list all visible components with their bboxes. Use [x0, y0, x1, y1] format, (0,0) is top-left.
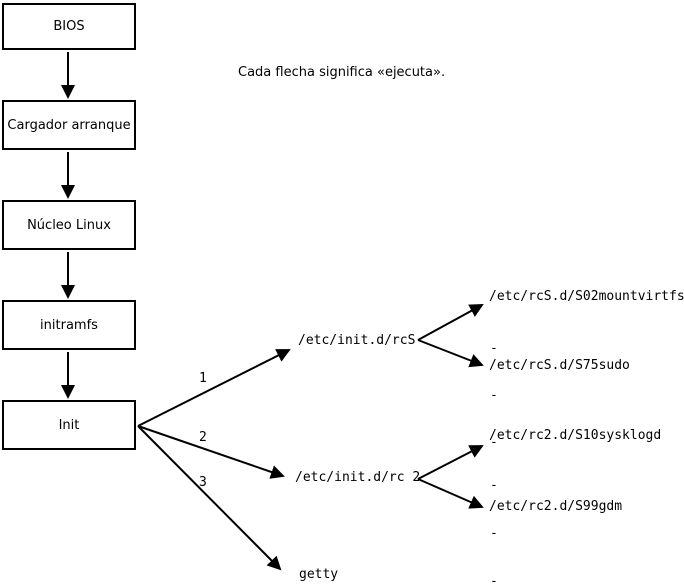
rc2-ellipsis-dash: -: [490, 574, 498, 585]
box-init-label: Init: [58, 417, 80, 433]
arrow-rc2-to-last-script: [417, 478, 484, 509]
arrow-rcs-to-last-script: [417, 339, 484, 368]
box-init: Init: [2, 400, 136, 450]
box-bios-label: BIOS: [53, 19, 85, 34]
arrow-init-to-getty: [137, 425, 282, 571]
path-init-d-rcs: /etc/init.d/rcS: [298, 333, 416, 348]
box-linux-kernel-label: Núcleo Linux: [27, 217, 111, 233]
arrow-init-to-rc2: [137, 425, 285, 479]
arrow-rc2-to-first-script: [417, 445, 484, 480]
box-linux-kernel: Núcleo Linux: [2, 200, 136, 250]
branch-number-2: 2: [199, 430, 207, 445]
rcs-ellipsis-dash: -: [490, 435, 498, 450]
rcs-ellipsis-dash: -: [490, 341, 498, 356]
rc2-ellipsis: - - -: [490, 446, 521, 585]
box-initramfs-label: initramfs: [40, 317, 98, 333]
arrow-rcs-to-first-script: [417, 304, 484, 341]
rcs-ellipsis-dash: -: [490, 388, 498, 403]
path-rcs-first-script: /etc/rcS.d/S02mountvirtfs: [489, 289, 684, 304]
box-bootloader-label: Cargador arranque: [7, 117, 131, 133]
path-getty: getty: [299, 567, 339, 582]
branch-number-3: 3: [199, 475, 207, 490]
note-arrow-meaning: Cada flecha significa «ejecuta».: [238, 65, 446, 80]
rc2-ellipsis-dash: -: [490, 526, 498, 541]
arrow-init-to-rcs: [137, 349, 291, 427]
path-rcs-last-script: /etc/rcS.d/S75sudo: [489, 358, 630, 373]
path-init-d-rc2: /etc/init.d/rc 2: [295, 470, 421, 485]
path-rc2-last-script: /etc/rc2.d/S99gdm: [489, 499, 623, 514]
path-rc2-first-script: /etc/rc2.d/S10sysklogd: [489, 428, 662, 443]
rc2-ellipsis-dash: -: [490, 478, 498, 493]
box-initramfs: initramfs: [2, 300, 136, 350]
box-bootloader: Cargador arranque: [2, 100, 136, 150]
box-bios: BIOS: [2, 3, 136, 50]
rcs-ellipsis: - - -: [490, 309, 521, 482]
branch-number-1: 1: [199, 371, 207, 386]
